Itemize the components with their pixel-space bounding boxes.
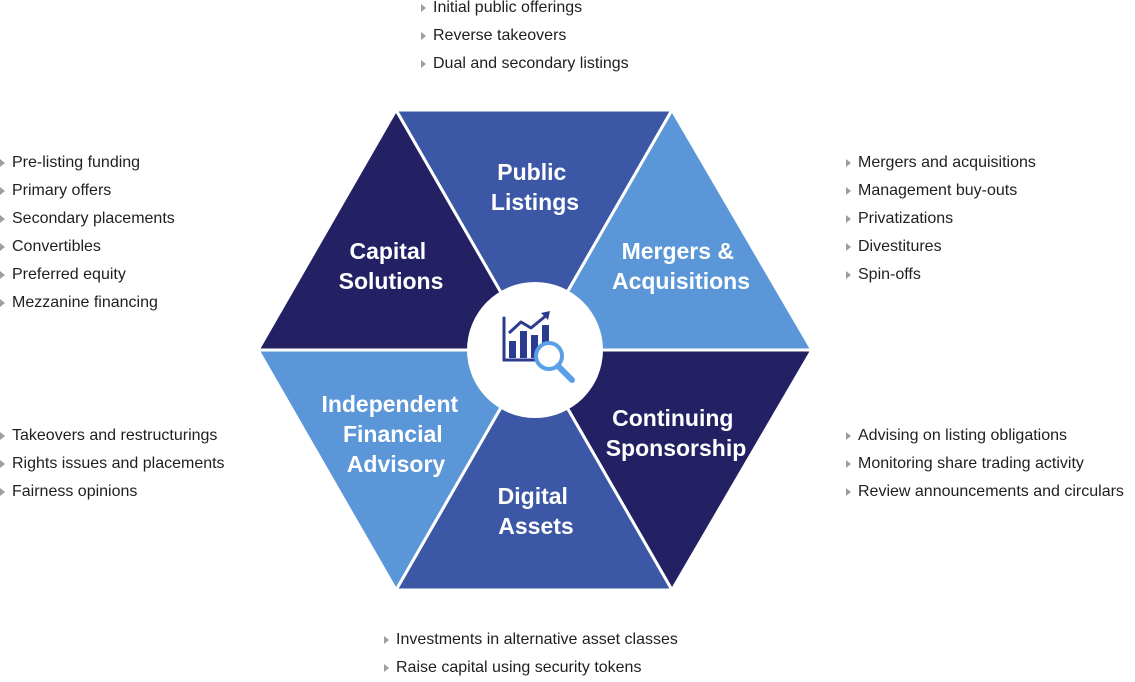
label-capital-solutions: Capital Solutions — [339, 238, 444, 294]
caret-right-icon — [384, 664, 389, 672]
caret-right-icon — [0, 460, 5, 468]
list-item: Mezzanine financing — [0, 289, 175, 317]
label-mergers-line1: Mergers & — [622, 238, 734, 264]
list-item: Monitoring share trading activity — [846, 450, 1124, 478]
list-item: Management buy-outs — [846, 177, 1036, 205]
list-item-text: Preferred equity — [12, 266, 126, 283]
label-advisory-line1: Independent — [321, 391, 458, 417]
list-item-text: Initial public offerings — [433, 0, 583, 16]
list-item-text: Mergers and acquisitions — [858, 154, 1036, 171]
list-item-text: Privatizations — [858, 210, 954, 227]
list-item-text: Convertibles — [12, 238, 101, 255]
caret-right-icon — [0, 432, 5, 440]
list-continuing-sponsorship: Advising on listing obligations Monitori… — [846, 422, 1124, 506]
list-item-text: Investments in alternative asset classes — [396, 631, 678, 648]
caret-right-icon — [384, 636, 389, 644]
list-item: Takeovers and restructurings — [0, 422, 225, 450]
label-continuing-sponsorship: Continuing Sponsorship — [606, 405, 747, 461]
caret-right-icon — [846, 460, 851, 468]
caret-right-icon — [846, 271, 851, 279]
label-mergers-acquisitions: Mergers & Acquisitions — [612, 238, 750, 294]
list-item: Mergers and acquisitions — [846, 149, 1036, 177]
list-item-text: Primary offers — [12, 182, 112, 199]
label-independent-financial-advisory: Independent Financial Advisory — [321, 391, 464, 477]
list-item-text: Takeovers and restructurings — [12, 427, 218, 444]
caret-right-icon — [421, 60, 426, 68]
label-digital-line1: Digital — [498, 483, 568, 509]
list-public-listings: Initial public offerings Reverse takeove… — [421, 0, 629, 78]
list-item: Privatizations — [846, 205, 1036, 233]
caret-right-icon — [0, 299, 5, 307]
caret-right-icon — [421, 4, 426, 12]
list-item-text: Advising on listing obligations — [858, 427, 1068, 444]
caret-right-icon — [0, 215, 5, 223]
list-item-text: Rights issues and placements — [12, 455, 225, 472]
caret-right-icon — [0, 187, 5, 195]
list-item: Convertibles — [0, 233, 175, 261]
label-digital-assets: Digital Assets — [498, 483, 575, 539]
list-item: Raise capital using security tokens — [384, 654, 678, 682]
list-item: Reverse takeovers — [421, 22, 629, 50]
list-item-text: Divestitures — [858, 238, 942, 255]
list-item: Review announcements and circulars — [846, 478, 1124, 506]
segment-capital-solutions[interactable] — [255, 106, 537, 352]
list-item-text: Spin-offs — [858, 266, 921, 283]
caret-right-icon — [0, 271, 5, 279]
list-item: Initial public offerings — [421, 0, 629, 22]
label-advisory-line2: Financial — [343, 421, 443, 447]
list-item-text: Pre-listing funding — [12, 154, 141, 171]
list-item-text: Fairness opinions — [12, 483, 138, 500]
list-digital-assets: Investments in alternative asset classes… — [384, 626, 678, 682]
list-item: Dual and secondary listings — [421, 50, 629, 78]
label-public-listings-line1: Public — [497, 159, 566, 185]
chart-magnifier-icon — [502, 311, 575, 383]
list-item: Divestitures — [846, 233, 1036, 261]
list-item-text: Secondary placements — [12, 210, 175, 227]
caret-right-icon — [846, 159, 851, 167]
caret-right-icon — [846, 215, 851, 223]
label-digital-line2: Assets — [498, 513, 573, 539]
list-mergers-acquisitions: Mergers and acquisitions Management buy-… — [846, 149, 1036, 289]
label-public-listings: Public Listings — [491, 159, 579, 215]
list-capital-solutions: Pre-listing funding Primary offers Secon… — [0, 149, 175, 317]
label-continuing-line1: Continuing — [612, 405, 733, 431]
list-item-text: Reverse takeovers — [433, 27, 567, 44]
list-item-text: Monitoring share trading activity — [858, 455, 1084, 472]
label-capital-line1: Capital — [349, 238, 426, 264]
caret-right-icon — [846, 187, 851, 195]
list-item-text: Dual and secondary listings — [433, 55, 629, 72]
list-item-text: Mezzanine financing — [12, 294, 158, 311]
label-mergers-line2: Acquisitions — [612, 268, 750, 294]
caret-right-icon — [0, 243, 5, 251]
list-item-text: Management buy-outs — [858, 182, 1018, 199]
label-advisory-line3: Advisory — [347, 451, 446, 477]
label-public-listings-line2: Listings — [491, 189, 579, 215]
list-item-text: Review announcements and circulars — [858, 483, 1124, 500]
list-item: Preferred equity — [0, 261, 175, 289]
list-item-text: Raise capital using security tokens — [396, 659, 642, 676]
list-item: Investments in alternative asset classes — [384, 626, 678, 654]
list-independent-financial-advisory: Takeovers and restructurings Rights issu… — [0, 422, 225, 506]
list-item: Rights issues and placements — [0, 450, 225, 478]
caret-right-icon — [421, 32, 426, 40]
caret-right-icon — [0, 488, 5, 496]
list-item: Fairness opinions — [0, 478, 225, 506]
caret-right-icon — [846, 488, 851, 496]
caret-right-icon — [846, 432, 851, 440]
caret-right-icon — [846, 243, 851, 251]
list-item: Secondary placements — [0, 205, 175, 233]
list-item: Spin-offs — [846, 261, 1036, 289]
label-capital-line2: Solutions — [339, 268, 444, 294]
caret-right-icon — [0, 159, 5, 167]
label-continuing-line2: Sponsorship — [606, 435, 747, 461]
list-item: Pre-listing funding — [0, 149, 175, 177]
list-item: Primary offers — [0, 177, 175, 205]
list-item: Advising on listing obligations — [846, 422, 1124, 450]
